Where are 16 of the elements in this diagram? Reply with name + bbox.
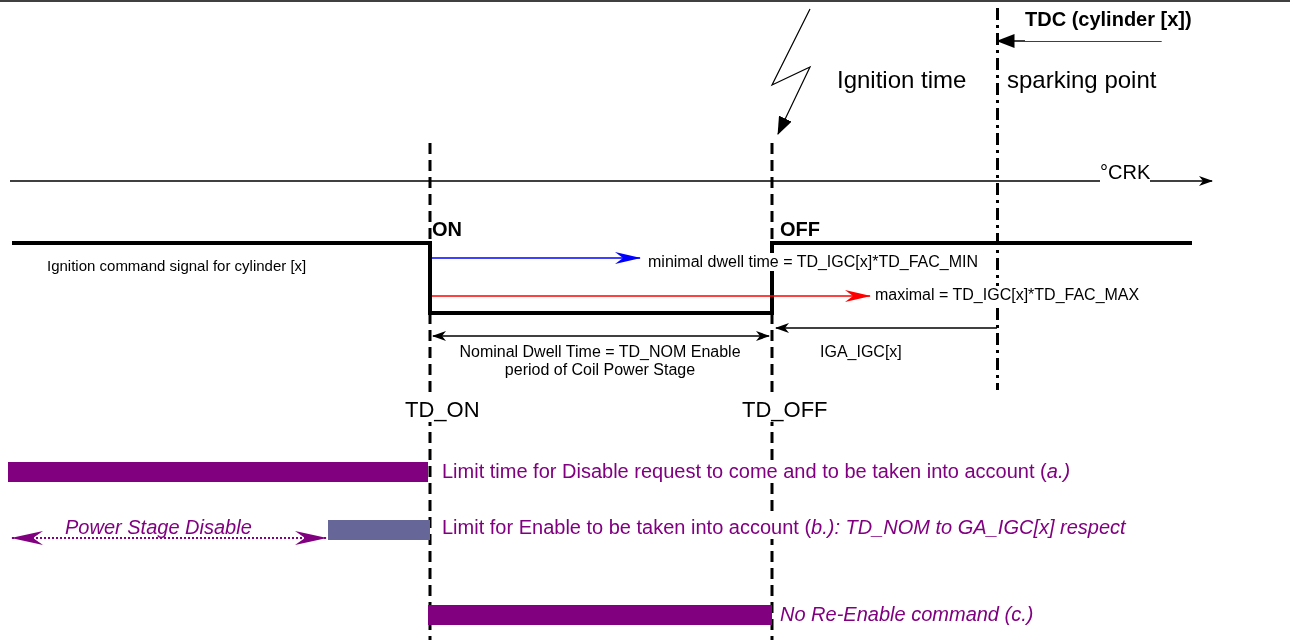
- reference-label: TDC (cylinder [x]): [1025, 8, 1192, 41]
- annotation-text: Limit for Enable to be taken into account (b.): TD_NOM to GA_IGC[x] respect: [442, 516, 1126, 539]
- dimension-label: Power Stage Disable: [65, 516, 252, 539]
- annotation-text: Limit time for Disable request to come and to be taken into account (a.): [442, 460, 1071, 483]
- limit-bar: [428, 605, 772, 625]
- axis-label: °CRK: [1100, 161, 1151, 184]
- annotation-text: No Re-Enable command (c.): [780, 603, 1034, 626]
- marker-label: TD_OFF: [742, 397, 828, 423]
- annotation-text: maximal = TD_IGC[x]*TD_FAC_MAX: [875, 286, 1140, 305]
- marker-label: TD_ON: [405, 397, 480, 423]
- dimension-label: Nominal Dwell Time = TD_NOM Enable period of Coil Power Stage: [458, 343, 742, 380]
- dimension-label: IGA_IGC[x]: [820, 343, 902, 362]
- signal-label: Ignition command signal for cylinder [x]: [47, 257, 307, 275]
- annotation-text: minimal dwell time = TD_IGC[x]*TD_FAC_MIN: [648, 253, 978, 272]
- limit-bar: [328, 520, 430, 540]
- limit-bar: [8, 462, 428, 482]
